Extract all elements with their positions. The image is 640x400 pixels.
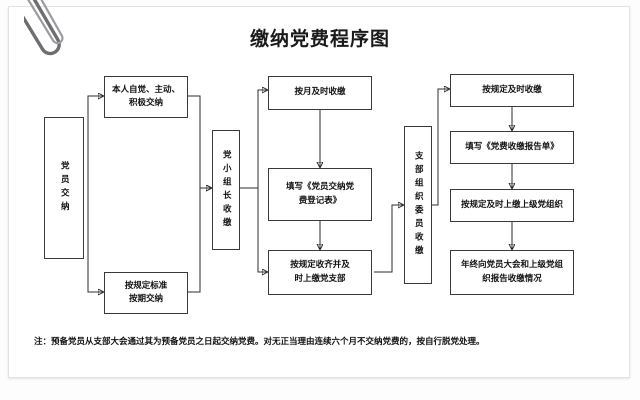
page-title: 缴纳党费程序图 (249, 28, 390, 50)
edge-n7-n8 (374, 205, 404, 273)
edge-n8-n9 (428, 89, 450, 206)
edge-n3-n4 (187, 188, 212, 293)
flow-node-fill-dues-report[interactable]: 填写《党费收缴报告单》 (450, 131, 574, 164)
footnote: 注：预备党员从支部大会通过其为预备党员之日起交纳党费。对无正当理由连续六个月不交… (34, 337, 485, 347)
flow-node-submit-upper-party-org[interactable]: 按规定及时上缴上级党组织 (450, 189, 574, 222)
flow-node-party-member-payment[interactable]: 党员交纳 (44, 117, 84, 259)
flow-node-fill-dues-register[interactable]: 填写《党员交纳党 费登记表》 (268, 168, 372, 221)
edge-n1-n3 (87, 188, 104, 292)
flow-node-branch-org-member-collect[interactable]: 支部组织委员收缴 (404, 126, 432, 284)
flow-node-group-leader-collect[interactable]: 党小组长收缴 (212, 130, 240, 250)
flow-node-yearend-report[interactable]: 年终向党员大会和上级党组 织报告收缴情况 (450, 250, 574, 295)
flow-node-standard-ontime-payment[interactable]: 按规定标准 按期交纳 (104, 272, 188, 314)
edge-n1-n2 (87, 96, 104, 188)
flow-node-monthly-timely-collect[interactable]: 按月及时收缴 (268, 76, 372, 110)
flow-node-voluntary-active-payment[interactable]: 本人自觉、主动、 积极交纳 (104, 76, 188, 118)
edge-n4-n5 (240, 90, 268, 189)
flow-node-collect-per-regulation[interactable]: 按规定及时收缴 (450, 74, 574, 107)
flow-node-collect-and-submit-branch[interactable]: 按规定收齐并及 时上缴党支部 (268, 250, 372, 295)
edge-n4-n7 (240, 187, 268, 272)
edge-n2-n4 (187, 95, 212, 188)
